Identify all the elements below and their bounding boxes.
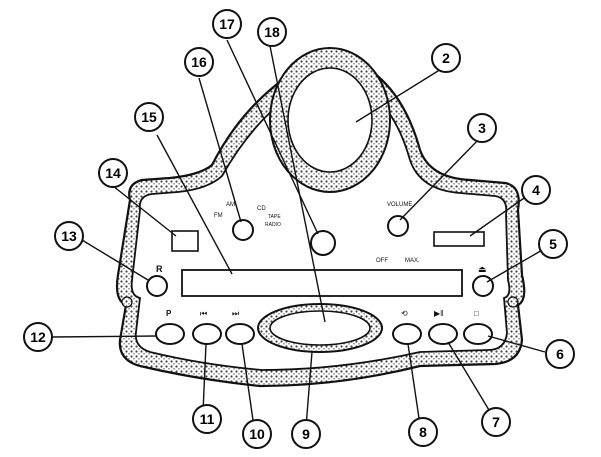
cd-slot[interactable] bbox=[181, 269, 463, 297]
skip-forward-button[interactable] bbox=[225, 323, 255, 345]
callout-9-number: 9 bbox=[302, 426, 310, 442]
callout-6-number: 6 bbox=[556, 346, 564, 362]
callout-17-number: 17 bbox=[219, 16, 235, 32]
callout-3-number: 3 bbox=[478, 120, 486, 136]
label-cd: CD bbox=[257, 206, 266, 212]
leader-3 bbox=[399, 135, 483, 221]
label-fm: FM bbox=[214, 213, 223, 219]
callout-7-number: 7 bbox=[492, 414, 500, 430]
label-off: OFF bbox=[376, 258, 388, 264]
callout-17: 17 bbox=[212, 9, 242, 39]
skip-forward-icon: ⏭ bbox=[232, 309, 239, 318]
callout-13-number: 13 bbox=[61, 228, 77, 244]
program-button[interactable] bbox=[155, 323, 185, 345]
leader-10 bbox=[241, 343, 255, 428]
callout-18: 18 bbox=[257, 17, 287, 47]
volume-knob[interactable] bbox=[387, 215, 409, 237]
callout-8: 8 bbox=[408, 417, 438, 447]
callout-15: 15 bbox=[134, 102, 164, 132]
callout-18-number: 18 bbox=[264, 24, 280, 40]
callout-12-number: 12 bbox=[30, 329, 46, 345]
callout-7: 7 bbox=[481, 407, 511, 437]
leader-11 bbox=[202, 343, 207, 413]
skip-back-button[interactable] bbox=[192, 323, 222, 345]
label-r: R bbox=[156, 264, 163, 274]
leader-4 bbox=[469, 195, 528, 237]
callout-3: 3 bbox=[467, 113, 497, 143]
label-am: AM bbox=[226, 202, 235, 208]
tuning-dial[interactable] bbox=[269, 47, 391, 193]
callout-16: 16 bbox=[184, 47, 214, 77]
leader-12 bbox=[51, 335, 157, 338]
leader-16 bbox=[198, 77, 242, 223]
radio-frequency-display bbox=[433, 231, 485, 247]
stop-icon: □ bbox=[474, 309, 479, 318]
leader-13 bbox=[81, 239, 149, 281]
leader-17 bbox=[226, 39, 319, 235]
stop-button[interactable] bbox=[463, 323, 493, 345]
record-button[interactable] bbox=[146, 275, 168, 297]
play-pause-button[interactable] bbox=[428, 323, 458, 345]
callout-9: 9 bbox=[291, 419, 321, 449]
callout-8-number: 8 bbox=[419, 424, 427, 440]
function-selector-knob[interactable] bbox=[232, 219, 254, 241]
lcd-display bbox=[257, 303, 383, 353]
callout-10-number: 10 bbox=[249, 426, 265, 442]
eject-button[interactable] bbox=[472, 275, 494, 297]
repeat-button[interactable] bbox=[392, 323, 422, 345]
inner-face bbox=[130, 80, 511, 371]
label-volume: VOLUME bbox=[387, 202, 412, 208]
callout-12: 12 bbox=[23, 322, 53, 352]
callout-11: 11 bbox=[192, 404, 222, 434]
label-tape: TAPE bbox=[268, 214, 281, 220]
callout-14-number: 14 bbox=[105, 165, 121, 181]
callout-5: 5 bbox=[538, 229, 568, 259]
leader-15 bbox=[156, 134, 233, 275]
callout-4: 4 bbox=[521, 175, 551, 205]
eject-icon: ⏏ bbox=[478, 264, 487, 274]
cd-window bbox=[171, 230, 199, 252]
callout-2: 2 bbox=[431, 43, 461, 73]
leader-2 bbox=[355, 65, 447, 123]
tape-selector-knob[interactable] bbox=[310, 230, 336, 256]
leader-5 bbox=[486, 248, 545, 283]
callout-14: 14 bbox=[98, 158, 128, 188]
repeat-icon: ⟲ bbox=[401, 309, 408, 318]
leader-7 bbox=[447, 341, 493, 416]
callout-4-number: 4 bbox=[532, 182, 540, 198]
callout-10: 10 bbox=[242, 419, 272, 449]
label-p: P bbox=[166, 309, 172, 318]
right-screw-icon bbox=[507, 296, 519, 308]
callout-13: 13 bbox=[54, 221, 84, 251]
leader-6 bbox=[487, 335, 546, 353]
leader-18 bbox=[269, 45, 326, 323]
leader-9 bbox=[305, 351, 313, 428]
callout-6: 6 bbox=[545, 339, 575, 369]
callout-5-number: 5 bbox=[549, 236, 557, 252]
left-screw-icon bbox=[121, 296, 133, 308]
skip-back-icon: ⏮ bbox=[200, 309, 207, 318]
label-max: MAX. bbox=[405, 258, 420, 264]
leader-8 bbox=[407, 343, 421, 426]
device-body bbox=[115, 59, 526, 388]
callout-11-number: 11 bbox=[200, 411, 215, 427]
label-radio: RADIO bbox=[265, 222, 281, 228]
callout-16-number: 16 bbox=[191, 54, 207, 70]
callout-2-number: 2 bbox=[442, 50, 450, 66]
callout-15-number: 15 bbox=[141, 109, 157, 125]
play-pause-icon: ▶‖ bbox=[434, 309, 443, 318]
leader-14 bbox=[112, 185, 177, 237]
